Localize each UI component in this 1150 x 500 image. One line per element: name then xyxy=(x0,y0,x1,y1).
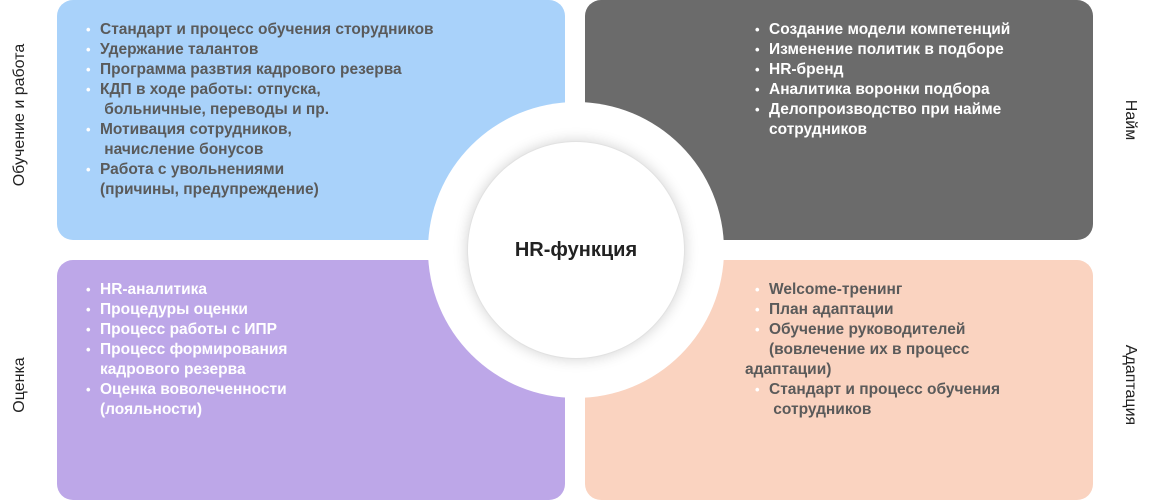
list-item-continuation: больничные, переводы и пр. xyxy=(100,101,330,118)
list-item: Удержание талантов xyxy=(86,40,434,60)
list-item: Программа развтия кадрового резерва xyxy=(86,60,434,80)
list-item: Работа с увольнениями xyxy=(86,160,434,180)
list-item: Обучение руководителей xyxy=(755,320,1000,340)
hiring-list: Создание модели компетенций Изменение по… xyxy=(755,20,1010,140)
list-item: Оценка воволеченности xyxy=(86,380,287,400)
list-item-continuation: адаптации) xyxy=(745,361,832,378)
training-work-list: Стандарт и процесс обучения сторудников … xyxy=(86,20,434,200)
list-item: Процесс работы с ИПР xyxy=(86,320,287,340)
list-item: КДП в ходе работы: отпуска, xyxy=(86,80,434,100)
list-item: HR-бренд xyxy=(755,60,1010,80)
list-item-continuation: (лояльности) xyxy=(100,401,203,418)
list-item: Аналитика воронки подбора xyxy=(755,80,1010,100)
side-label-hiring: Найм xyxy=(1122,99,1139,141)
list-item: Процесс формирования xyxy=(86,340,287,360)
evaluation-list: HR-аналитика Процедуры оценки Процесс ра… xyxy=(86,280,287,420)
center-title: HR-функция xyxy=(514,238,638,261)
side-label-adaptation: Адаптация xyxy=(1122,344,1139,426)
list-item: Стандарт и процесс обучения сторудников xyxy=(86,20,434,40)
adaptation-list: Welcome-тренинг План адаптации Обучение … xyxy=(745,280,1000,420)
center-circle: HR-функция xyxy=(467,141,685,359)
list-item-continuation: кадрового резерва xyxy=(100,361,246,378)
list-item: Изменение политик в подборе xyxy=(755,40,1010,60)
list-item: Welcome-тренинг xyxy=(755,280,1000,300)
list-item: HR-аналитика xyxy=(86,280,287,300)
list-item: План адаптации xyxy=(755,300,1000,320)
list-item-continuation: сотрудников xyxy=(769,121,868,138)
list-item: Делопроизводство при найме xyxy=(755,100,1010,120)
side-label-training-work: Обучение и работа xyxy=(11,43,28,187)
list-item-continuation: (вовлечение их в процесс xyxy=(769,341,970,358)
list-item: Процедуры оценки xyxy=(86,300,287,320)
list-item-continuation: (причины, предупреждение) xyxy=(100,181,319,198)
list-item: Стандарт и процесс обучения xyxy=(755,380,1000,400)
list-item-continuation: сотрудников xyxy=(769,401,872,418)
list-item: Мотивация сотрудников, xyxy=(86,120,434,140)
list-item-continuation: начисление бонусов xyxy=(100,141,264,158)
side-label-evaluation: Оценка xyxy=(11,357,28,413)
list-item: Создание модели компетенций xyxy=(755,20,1010,40)
